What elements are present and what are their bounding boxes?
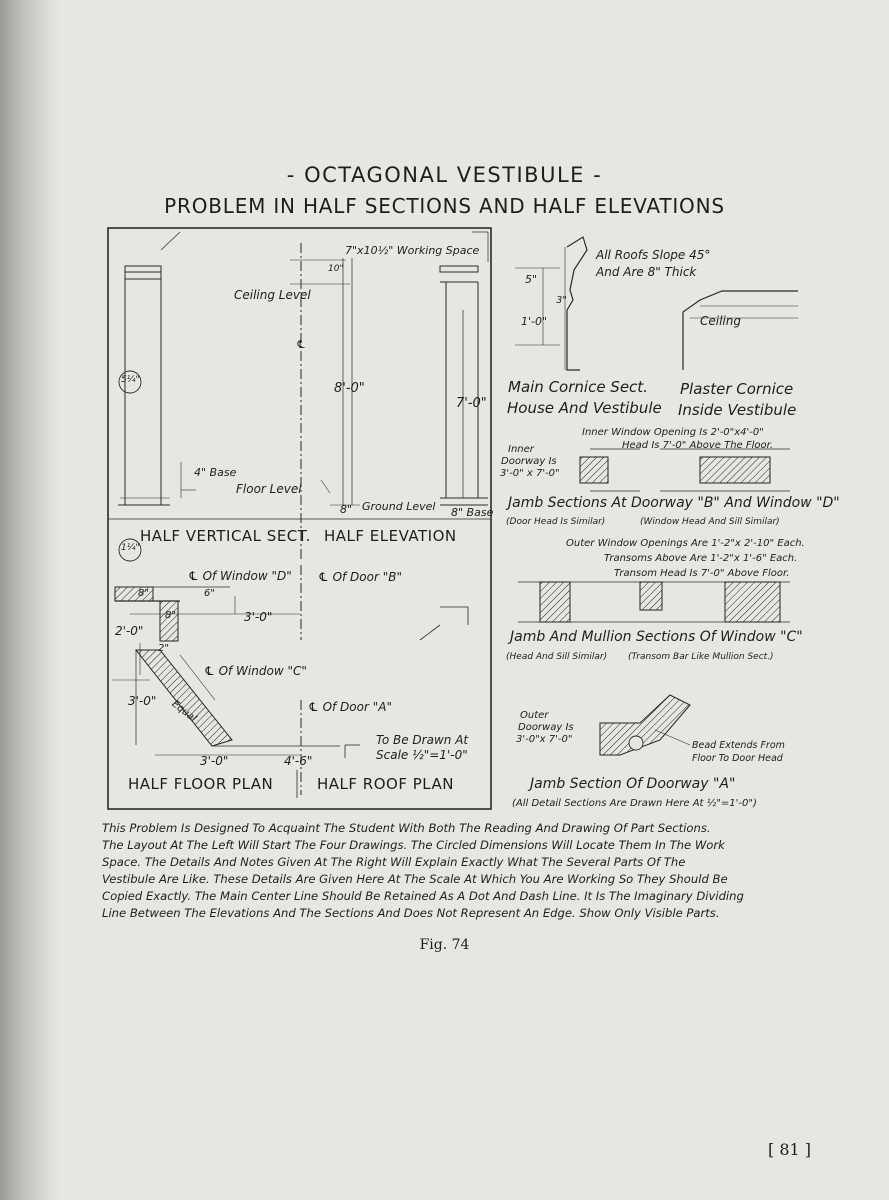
note-line: Copied Exactly. The Main Center Line Sho… xyxy=(102,889,744,903)
base-8-label: 8" Base xyxy=(451,506,494,519)
circled-dim-mid: 1¼" xyxy=(121,543,140,553)
jamb-b-wall xyxy=(579,456,609,484)
cl-window-d-label: ℄ Of Window "D" xyxy=(188,569,292,583)
jamb-bd-caption: Jamb Sections At Doorway "B" And Window … xyxy=(508,495,840,511)
working-space-label: 7"x10½" Working Space xyxy=(345,244,480,257)
plaster-cornice-caption-2: Inside Vestibule xyxy=(678,401,797,419)
inner-window-note-1: Inner Window Opening Is 2'-0"x4'-0" xyxy=(582,427,764,438)
center-mark: ℄ xyxy=(296,338,306,351)
circled-dim-top: 5¼" xyxy=(121,375,140,385)
jamb-d-wall xyxy=(699,456,771,484)
cl-door-b-label: ℄ Of Door "B" xyxy=(318,570,402,584)
main-cornice-profile xyxy=(566,236,588,371)
inner-doorway-2: Doorway Is xyxy=(501,456,557,467)
note-line: Vestibule Are Like. These Details Are Gi… xyxy=(102,872,728,886)
floor-level-label: Floor Level xyxy=(236,482,302,496)
note-line: Space. The Details And Notes Given At Th… xyxy=(102,855,686,869)
half-elevation-label: HALF ELEVATION xyxy=(324,527,457,545)
jamb-c-caption: Jamb And Mullion Sections Of Window "C" xyxy=(510,629,803,645)
dim-3-0c: 3'-0" xyxy=(200,754,229,768)
work-space-frame xyxy=(107,227,492,810)
page-subtitle: PROBLEM IN HALF SECTIONS AND HALF ELEVAT… xyxy=(164,194,725,218)
dim-7-0: 7'-0" xyxy=(456,396,487,411)
jamb-c-sub-1: (Head And Sill Similar) xyxy=(506,652,608,662)
note-line: The Layout At The Left Will Start The Fo… xyxy=(102,838,725,852)
dim-10: 10" xyxy=(328,264,344,274)
cornice-dim-5: 5" xyxy=(525,273,538,286)
inner-window-note-2: Head Is 7'-0" Above The Floor. xyxy=(622,440,773,451)
inner-doorway-1: Inner xyxy=(508,444,534,455)
cl-window-c-label: ℄ Of Window "C" xyxy=(204,664,307,678)
problem-description: This Problem Is Designed To Acquaint The… xyxy=(102,820,794,922)
inner-doorway-3: 3'-0" x 7'-0" xyxy=(500,468,560,479)
dim-8-0: 8'-0" xyxy=(334,381,365,396)
outer-windows-note-3: Transom Head Is 7'-0" Above Floor. xyxy=(614,568,790,579)
dim-8b: 8" xyxy=(138,588,149,599)
dim-8: 8" xyxy=(340,503,353,516)
dim-3-0a: 3'-0" xyxy=(244,610,273,624)
dim-6: 6" xyxy=(204,588,215,599)
figure-label: Fig. 74 xyxy=(419,937,470,953)
jamb-bd-sub-1: (Door Head Is Similar) xyxy=(506,517,606,527)
base-4-label: 4" Base xyxy=(194,466,237,479)
ceiling-level-label: Ceiling Level xyxy=(234,288,311,302)
ground-level-label: Ground Level xyxy=(362,500,436,513)
dim-3-0b: 3'-0" xyxy=(128,694,157,708)
right-column-cap xyxy=(439,265,479,273)
half-floor-plan-label: HALF FLOOR PLAN xyxy=(128,775,274,793)
main-cornice-caption-2: House And Vestibule xyxy=(507,399,662,417)
plaster-cornice-profile xyxy=(682,290,798,370)
jamb-a-sub: (All Detail Sections Are Drawn Here At ½… xyxy=(512,798,757,809)
dim-4-6: 4'-6" xyxy=(284,754,313,768)
cl-door-a-label: ℄ Of Door "A" xyxy=(308,700,392,714)
note-line: Line Between The Elevations And The Sect… xyxy=(102,906,720,920)
outer-doorway-3: 3'-0"x 7'-0" xyxy=(516,734,573,745)
outer-windows-note-2: Transoms Above Are 1'-2"x 1'-6" Each. xyxy=(604,553,798,564)
outer-windows-note-1: Outer Window Openings Are 1'-2"x 2'-10" … xyxy=(566,538,805,549)
scale-label: Scale ½"=1'-0" xyxy=(376,748,468,762)
main-cornice-caption-1: Main Cornice Sect. xyxy=(508,378,648,396)
outer-doorway-2: Doorway Is xyxy=(518,722,574,733)
jamb-a-wall xyxy=(599,694,691,756)
cornice-dim-1-0: 1'-0" xyxy=(521,315,548,328)
ceiling-label: Ceiling xyxy=(700,314,741,328)
dim-2: 2" xyxy=(158,643,169,654)
dim-2-0: 2'-0" xyxy=(115,624,144,638)
page-number: [ 81 ] xyxy=(768,1140,812,1159)
jamb-a-caption: Jamb Section Of Doorway "A" xyxy=(530,776,736,792)
book-spine-shadow xyxy=(0,0,60,1200)
half-vertical-sect-label: HALF VERTICAL SECT. xyxy=(140,527,311,545)
left-column-cap xyxy=(124,265,162,273)
jamb-bd-sub-2: (Window Head And Sill Similar) xyxy=(640,517,780,527)
jamb-c-sub-2: (Transom Bar Like Mullion Sect.) xyxy=(628,652,774,662)
note-line: This Problem Is Designed To Acquaint The… xyxy=(102,821,711,835)
dim-8c: 8" xyxy=(165,610,176,621)
half-roof-plan-label: HALF ROOF PLAN xyxy=(317,775,454,793)
bead-note-2: Floor To Door Head xyxy=(692,753,783,764)
to-be-drawn-label: To Be Drawn At xyxy=(376,733,469,747)
plaster-cornice-caption-1: Plaster Cornice xyxy=(680,380,794,398)
bead-note-1: Bead Extends From xyxy=(692,740,785,751)
roof-note-2: And Are 8" Thick xyxy=(596,265,697,279)
cornice-dim-3: 3" xyxy=(556,295,567,306)
page-title: - OCTAGONAL VESTIBULE - xyxy=(286,163,603,187)
outer-doorway-1: Outer xyxy=(520,710,549,721)
roof-note-1: All Roofs Slope 45° xyxy=(596,248,711,262)
